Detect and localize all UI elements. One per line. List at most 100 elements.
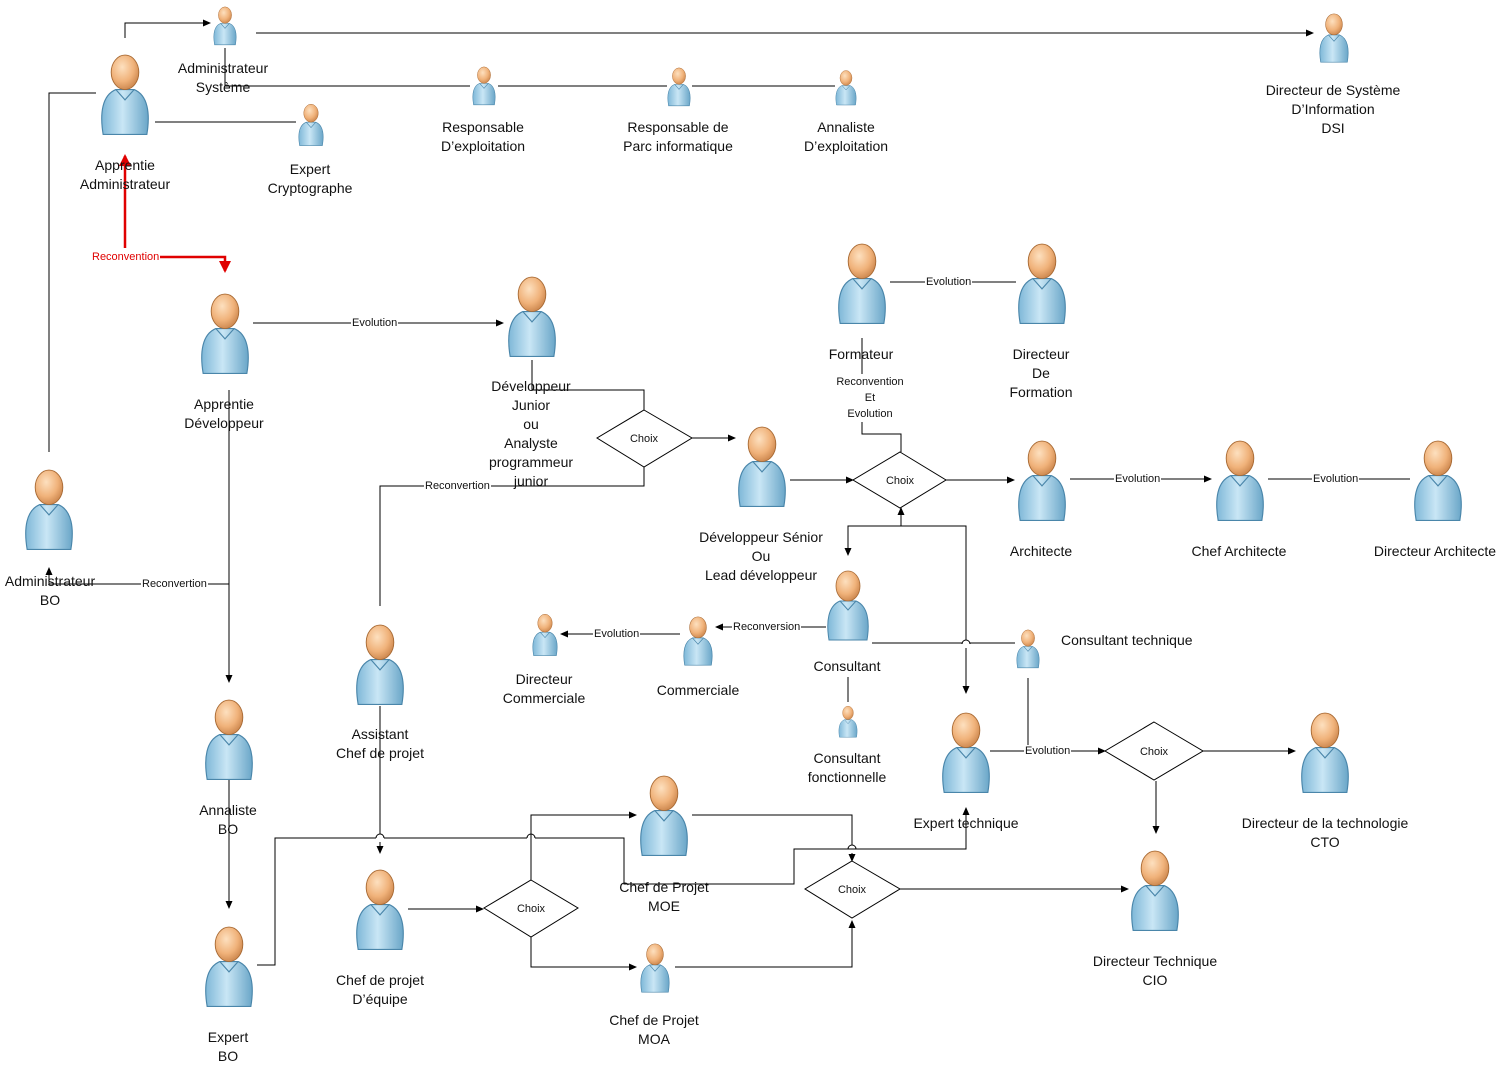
label-admin-bo-line: BO: [39, 592, 61, 608]
label-dev-senior-line: Ou: [751, 548, 771, 564]
edge-label-evol-expert: Evolution: [1024, 745, 1072, 758]
person-icon-consultant-tech: [1016, 629, 1040, 669]
label-chef-moe-line: MOE: [648, 898, 680, 914]
person-icon-dir-techno: [1301, 712, 1349, 793]
label-dir-architecte-line: Directeur Architecte: [1373, 543, 1497, 559]
person-icon-dsi: [1319, 13, 1349, 63]
person-icon-dir-architecte: [1414, 440, 1462, 521]
person-icon-dir-tech: [1131, 850, 1179, 931]
person-icon-architecte: [1018, 440, 1066, 521]
edge-label-reconversion-comm: Reconversion: [732, 621, 802, 634]
label-consultant-fonc-line: Consultant: [813, 750, 881, 766]
label-assistant-cp-line: Chef de projet: [336, 745, 424, 761]
label-resp-exploit-line: D’exploitation: [440, 138, 526, 154]
edge-expert-bo-route-end: [535, 807, 970, 885]
label-apprentie-admin-line: Apprentie: [95, 157, 155, 173]
person-icon-admin-bo: [25, 469, 73, 550]
person-icon-consultant-fonc: [838, 705, 858, 738]
edge-apprentie-admin-to-admin-sys: [124, 19, 211, 38]
label-dev-junior-line: Junior: [511, 397, 551, 413]
label-dir-tech-line: Directeur Technique: [1092, 953, 1218, 969]
label-dir-commerciale-line: Directeur: [515, 671, 573, 687]
edge-choix3-to-chef-moe: [530, 811, 637, 880]
label-admin-bo-line: Administrateur: [4, 573, 96, 589]
person-icon-resp-exploit: [472, 66, 496, 106]
label-formateur: Formateur: [806, 345, 916, 364]
edge-dev-junior-to-choix1: [531, 360, 645, 410]
decision-choix-1-text: Choix: [630, 433, 659, 445]
label-expert-crypto-line: Expert: [289, 161, 331, 177]
edge-label-reconvention-red: Reconvention: [91, 251, 161, 264]
edge-hop-assistant: [375, 833, 385, 839]
label-dsi-line: Directeur de Système: [1265, 82, 1401, 98]
edge-admin-sys-to-resp-exploit: [224, 48, 470, 87]
person-icon-chef-architecte: [1216, 440, 1264, 521]
person-icon-commerciale: [683, 616, 713, 666]
decision-choix-3-text: Choix: [517, 903, 546, 915]
label-chef-moa-line: Chef de Projet: [609, 1012, 699, 1028]
label-dir-formation-line: Formation: [1009, 384, 1073, 400]
label-dev-junior-line: ou: [523, 416, 539, 432]
label-expert-tech: Expert technique: [901, 814, 1031, 833]
edge-label-evol-form: Evolution: [925, 276, 973, 289]
label-consultant-fonc-line: fonctionnelle: [807, 769, 887, 785]
label-dev-junior-line: Analyste: [504, 435, 558, 451]
label-consultant: Consultant: [797, 657, 897, 676]
label-apprentie-dev-line: Développeur: [184, 415, 264, 431]
edge-hop-arc: [961, 639, 971, 645]
label-dir-commerciale-line: Commerciale: [502, 690, 586, 706]
decision-choix-2: Choix: [852, 451, 947, 509]
person-icon-formateur: [838, 243, 886, 324]
edge-label-reconv-evol-form-line: Reconvention: [836, 376, 904, 388]
label-dsi-line: D’Information: [1291, 101, 1375, 117]
decision-choix-3: Choix: [483, 879, 579, 938]
edge-expert-bo-to-route: [257, 837, 376, 966]
label-resp-parc-line: Responsable de: [627, 119, 729, 135]
label-chef-architecte-line: Chef Architecte: [1191, 543, 1287, 559]
person-icon-expert-crypto: [298, 103, 324, 146]
person-icon-resp-parc: [667, 67, 691, 107]
label-consultant-tech-line: Consultant technique: [1061, 632, 1193, 648]
edge-label-reconvertion-bo: Reconvertion: [141, 578, 208, 591]
person-icon-cp-equipe: [356, 869, 404, 950]
edge-admin-bo-to-apprentie-admin: [48, 92, 96, 452]
label-expert-bo-line: BO: [217, 1048, 239, 1064]
person-icon-dev-senior: [738, 426, 786, 507]
edge-hop-choix5: [847, 844, 857, 850]
label-chef-architecte: Chef Architecte: [1174, 542, 1304, 561]
person-icon-apprentie-dev: [201, 293, 249, 374]
label-architecte-line: Architecte: [1009, 543, 1073, 559]
person-icon-expert-bo: [205, 926, 253, 1007]
label-chef-moa-line: MOA: [638, 1031, 670, 1047]
edge-label-reconvertion-assist: Reconvertion: [424, 480, 491, 493]
label-dir-architecte: Directeur Architecte: [1366, 542, 1504, 561]
edge-choix3-to-chef-moa: [530, 937, 637, 971]
edge-label-evol-dev: Evolution: [351, 317, 399, 330]
person-icon-dir-commerciale: [532, 613, 558, 656]
decision-choix-1: Choix: [596, 409, 693, 468]
decision-choix-4-text: Choix: [1140, 746, 1169, 758]
label-apprentie-dev-line: Apprentie: [194, 396, 254, 412]
label-analyste-bo-line: BO: [217, 821, 239, 837]
label-cp-equipe-line: D’équipe: [352, 991, 408, 1007]
label-analyste-bo-line: Annaliste: [199, 802, 257, 818]
label-dir-formation-line: Directeur: [1012, 346, 1070, 362]
label-dev-senior-line: Développeur Sénior: [699, 529, 823, 545]
decision-choix-4: Choix: [1104, 721, 1204, 781]
label-consultant-fonc: Consultant fonctionnelle: [792, 749, 902, 787]
label-expert-bo-line: Expert: [207, 1029, 249, 1045]
person-icon-analyste-bo: [205, 699, 253, 780]
